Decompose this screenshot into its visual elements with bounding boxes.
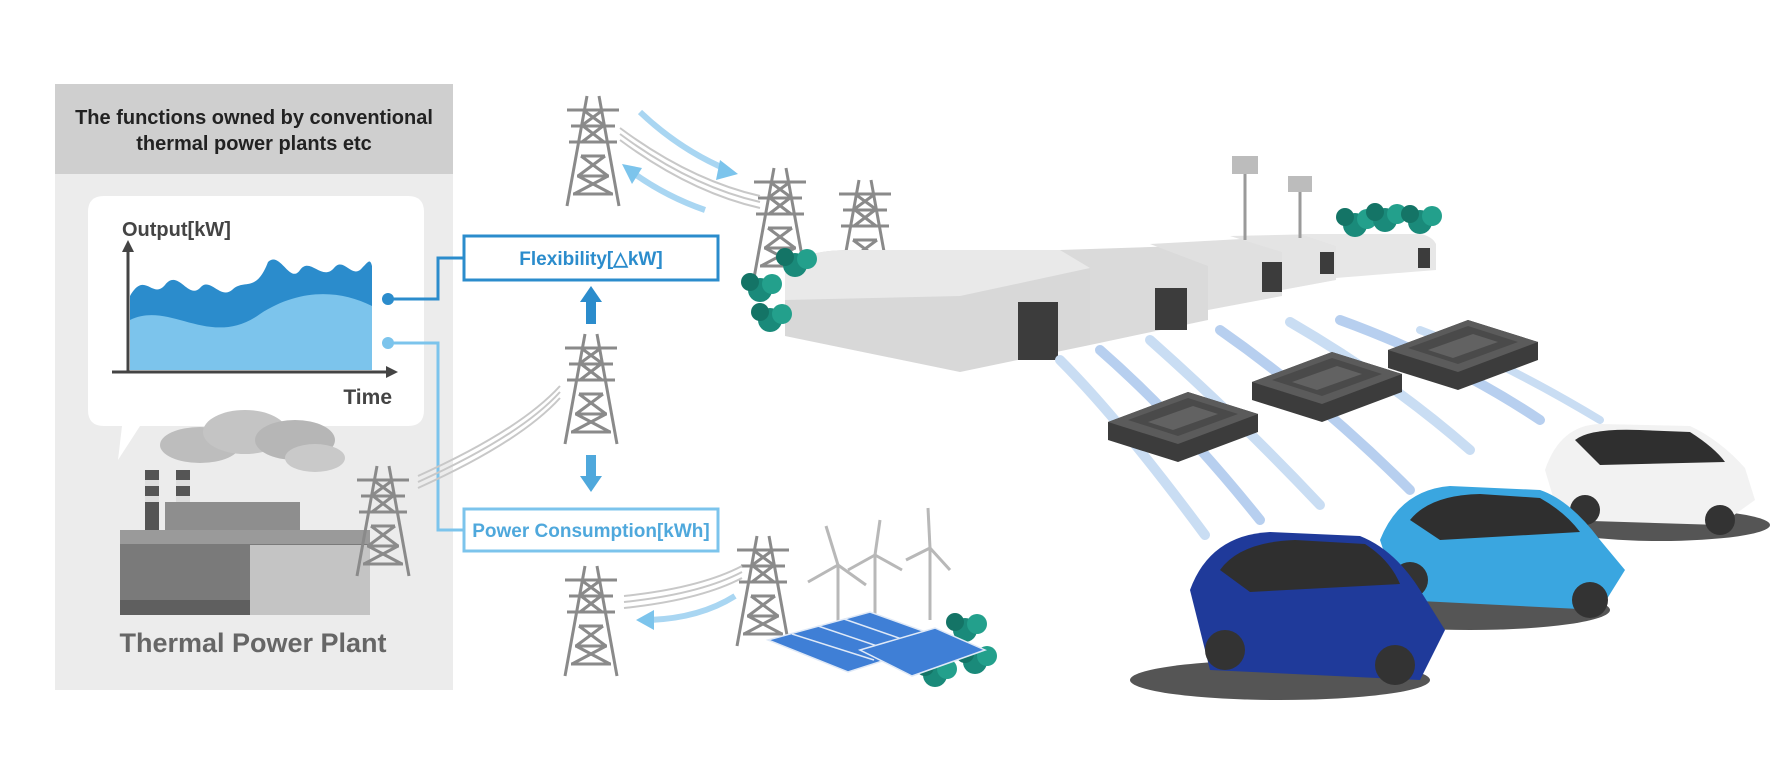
graph-ylabel: Output[kW] bbox=[122, 219, 231, 241]
battery-pack-icon bbox=[1252, 352, 1402, 422]
warehouse-icon bbox=[1150, 238, 1282, 310]
plant-label: Thermal Power Plant bbox=[119, 628, 386, 658]
factory-icon bbox=[120, 410, 370, 615]
flow-arrow-renewable-head-icon bbox=[636, 610, 654, 630]
ev-car-icon bbox=[1545, 424, 1770, 541]
tree-icon bbox=[1401, 205, 1442, 234]
transmission-tower-icon bbox=[563, 564, 619, 678]
transmission-tower-icon bbox=[563, 332, 619, 446]
consumption-area bbox=[130, 294, 372, 370]
transmission-tower-icon bbox=[565, 94, 621, 208]
warehouse-icon bbox=[1300, 234, 1436, 278]
down-arrow-shaft bbox=[586, 455, 596, 477]
up-arrow-shaft bbox=[586, 300, 596, 324]
flexibility-box bbox=[462, 234, 720, 282]
flexibility-label: Flexibility[△kW] bbox=[519, 249, 662, 270]
flow-arrow-in bbox=[630, 169, 706, 213]
solar-panel-icon bbox=[765, 611, 988, 677]
flow-arrow-renewable bbox=[649, 593, 737, 623]
wind-turbine-icon bbox=[847, 519, 903, 625]
warehouse-icon bbox=[1230, 234, 1336, 290]
flow-arrow-out-head-icon bbox=[716, 160, 738, 180]
battery-pack-icon bbox=[1388, 320, 1538, 390]
graph-xlabel: Time bbox=[343, 386, 392, 409]
wind-turbine-icon bbox=[905, 507, 952, 620]
flexibility-connector bbox=[388, 256, 464, 301]
y-axis-arrow-icon bbox=[122, 240, 134, 252]
power-lines bbox=[417, 127, 761, 609]
flow-arrow-in-head-icon bbox=[622, 164, 642, 184]
x-axis-arrow-icon bbox=[386, 366, 398, 378]
floodlight-icon bbox=[1288, 176, 1312, 192]
tree-icon bbox=[1366, 203, 1407, 232]
consumption-label: Power Consumption[kWh] bbox=[472, 521, 709, 542]
panel-title-line1: The functions owned by conventional bbox=[75, 107, 433, 129]
up-arrow-icon bbox=[580, 286, 602, 302]
functions-panel-header bbox=[55, 84, 453, 174]
warehouse-icon bbox=[785, 250, 1090, 372]
ev-car-icon bbox=[1130, 532, 1445, 700]
consumption-connector bbox=[388, 341, 464, 532]
consumption-box bbox=[462, 507, 720, 553]
flow-arrow-out bbox=[637, 109, 730, 173]
battery-pack-icon bbox=[1108, 392, 1258, 462]
tree-icon bbox=[741, 273, 782, 302]
transmission-tower-icon bbox=[735, 534, 791, 648]
warehouse-icon bbox=[1060, 246, 1208, 345]
floodlight-icon bbox=[1232, 156, 1258, 174]
panel-title-line2: thermal power plants etc bbox=[136, 133, 372, 155]
down-arrow-icon bbox=[580, 476, 602, 492]
